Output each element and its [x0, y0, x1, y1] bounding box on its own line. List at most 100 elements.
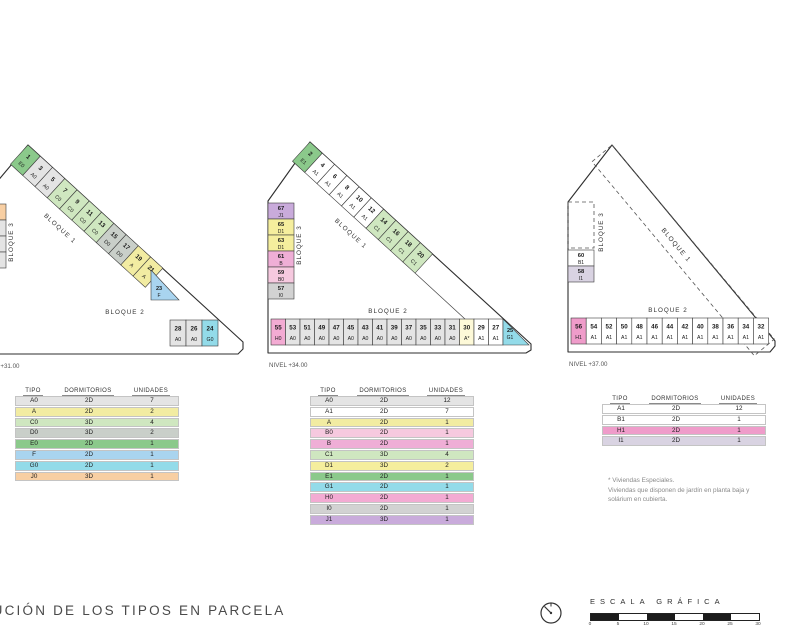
unidades-cell: 1	[445, 483, 449, 491]
unit-type: A	[128, 262, 135, 269]
unit-number: 38	[712, 324, 719, 331]
unit-type: E0	[17, 161, 26, 170]
unit-type: A1	[493, 336, 499, 342]
scale-tick-label: 10	[643, 622, 649, 627]
tipo-cell: E1	[325, 472, 333, 480]
column-header: DORMITORIOS	[357, 388, 409, 396]
unit-type: B1	[578, 260, 584, 266]
unit-type: A1	[712, 335, 718, 341]
unit-number: 12	[366, 205, 376, 215]
unit-number: 33	[434, 325, 441, 332]
dormitorios-cell: 2D	[671, 426, 681, 434]
unidades-cell: 1	[150, 450, 154, 458]
unit-number: 40	[697, 324, 704, 331]
unit-number: 10	[354, 194, 364, 204]
dormitorios-cell: 2D	[379, 418, 389, 426]
dormitorios-cell: 2D	[379, 494, 389, 502]
unit-type: A1	[651, 335, 657, 341]
unit-type: A1	[682, 335, 688, 341]
tipo-cell: J0	[30, 472, 38, 480]
unidades-cell: 1	[445, 429, 449, 437]
unit-number: 37	[405, 325, 412, 332]
unit-number: 14	[379, 216, 389, 226]
unit-type: A0	[377, 336, 383, 342]
unit-type: H1	[575, 335, 582, 341]
sheet-title: DISTRIBUCIÓN DE LOS TIPOS EN PARCELA	[0, 603, 286, 618]
unit-number: 21	[146, 264, 156, 274]
unidades-cell: 2	[445, 461, 449, 469]
unit-number: 31	[449, 325, 456, 332]
unit-number: 8	[343, 184, 351, 192]
unit-number: 65	[278, 222, 285, 228]
tipo-cell: G0	[29, 461, 39, 469]
unit-type: A1	[606, 335, 612, 341]
column-header: DORMITORIOS	[649, 396, 701, 404]
unit-number: 6	[331, 173, 339, 181]
special-units-note: * Viviendas Especiales. Viviendas que di…	[608, 476, 780, 505]
corner-divider-line	[414, 272, 466, 320]
unidades-cell: 4	[150, 418, 154, 426]
unit-type: A0	[333, 336, 339, 342]
table-row: B0 2D 1	[310, 428, 474, 439]
unit-type: F	[157, 293, 160, 299]
tipo-cell: I1	[618, 437, 624, 445]
scale-tick-label: 5	[616, 622, 620, 627]
unidades-cell: 1	[737, 415, 741, 423]
unit-cell	[0, 235, 7, 253]
unit-number: 44	[666, 324, 673, 331]
unit-number: 5	[49, 176, 57, 184]
column-header: UNIDADES	[426, 388, 466, 396]
unit-type: G1	[507, 335, 514, 341]
scale-tick-label: 15	[671, 622, 677, 627]
dormitorios-cell: 2D	[379, 504, 389, 512]
unit-cell	[402, 242, 434, 274]
unit-type: B	[279, 261, 283, 267]
unit-type: A0	[449, 336, 455, 342]
tipo-cell: B0	[325, 429, 333, 437]
unit-type: A1	[697, 335, 703, 341]
dormitorios-cell: 2D	[379, 407, 389, 415]
unit-number: 48	[636, 324, 643, 331]
unit-type: A0	[41, 183, 50, 192]
unit-number: 61	[278, 254, 285, 260]
unit-number: 32	[758, 324, 765, 331]
tipo-cell: I0	[326, 504, 332, 512]
plan-outline	[267, 141, 532, 354]
dormitorios-cell: 2D	[84, 407, 94, 415]
unit-type: A0	[191, 337, 197, 343]
dormitorios-cell: 2D	[671, 415, 681, 423]
unidades-cell: 1	[445, 504, 449, 512]
unit-cell	[267, 282, 295, 300]
unit-number: 26	[191, 326, 198, 333]
unit-number: 23	[156, 286, 162, 292]
unit-type: A0	[175, 337, 181, 343]
dormitorios-cell: 2D	[84, 397, 94, 404]
tipo-cell: A0	[30, 397, 38, 404]
tipo-cell: C1	[324, 450, 334, 458]
dormitorios-cell: 2D	[671, 405, 681, 412]
dormitorios-cell: 3D	[379, 515, 389, 523]
dormitorios-cell: 2D	[379, 429, 389, 437]
tipo-cell: A	[326, 418, 332, 426]
unit-type: A1	[758, 335, 764, 341]
tipo-cell: H1	[616, 426, 626, 434]
scale-segment	[703, 614, 731, 620]
unit-type: A1	[667, 335, 673, 341]
dormitorios-cell: 3D	[84, 472, 94, 480]
nivel-label: NIVEL +31.00	[0, 363, 20, 370]
